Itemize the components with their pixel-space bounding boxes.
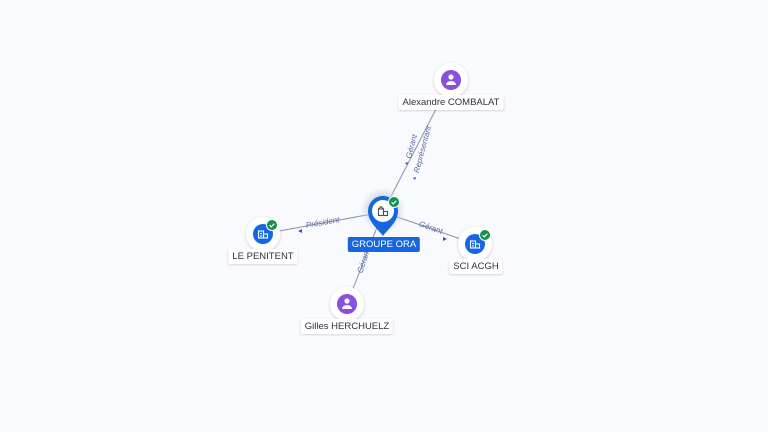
node-label-alexandre[interactable]: Alexandre COMBALAT [398, 95, 504, 110]
edge-arrow-alexandre-gerant [405, 162, 408, 165]
node-alexandre[interactable] [434, 63, 468, 97]
verified-check-icon [266, 219, 278, 231]
verified-check-icon [388, 196, 400, 208]
edge-arrow-alexandre-representant [413, 177, 416, 180]
node-le-penitent[interactable] [246, 217, 280, 251]
edge-arrow-le-penitent [298, 229, 302, 233]
node-label-center[interactable]: GROUPE ORA [347, 237, 421, 252]
person-icon [446, 74, 456, 85]
node-label-le-penitent[interactable]: LE PENITENT [228, 249, 298, 264]
building-icon [469, 240, 481, 249]
node-sci-acgh[interactable] [458, 227, 492, 261]
verified-check-icon [479, 229, 491, 241]
edge-label-sci-acgh-gerant: Gérant [418, 219, 445, 236]
node-gilles[interactable] [330, 287, 364, 321]
edge-arrow-sci-acgh [443, 237, 447, 241]
person-icon [342, 298, 352, 309]
building-icon [377, 205, 389, 217]
node-center[interactable] [360, 187, 406, 236]
edge-label-le-penitent-president: Président [305, 215, 341, 230]
building-icon [257, 230, 269, 239]
node-label-sci-acgh[interactable]: SCI ACGH [449, 259, 503, 274]
node-label-gilles[interactable]: Gilles HERCHUELZ [300, 319, 394, 334]
